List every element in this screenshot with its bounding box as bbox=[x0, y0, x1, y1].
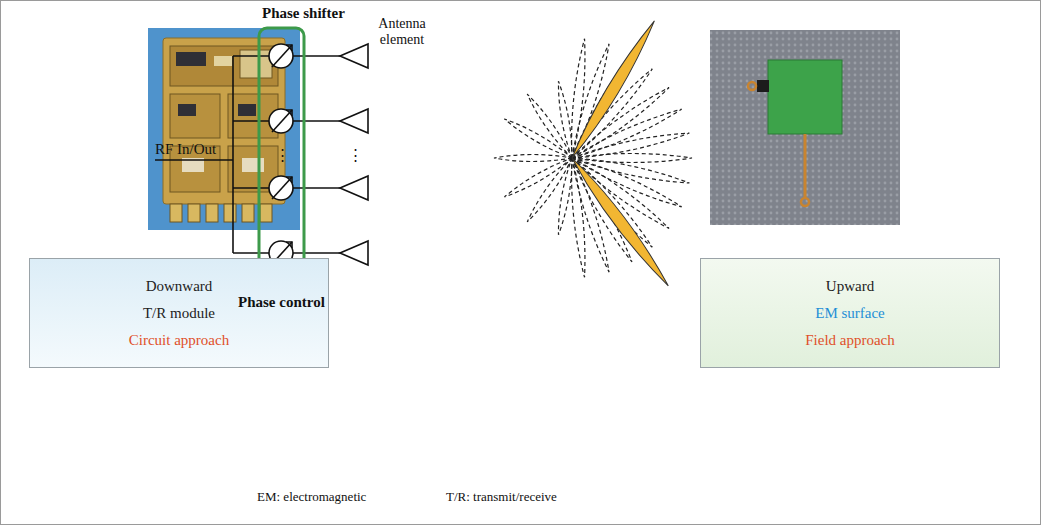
surface-label: EM surface bbox=[815, 300, 885, 327]
antenna-label: Antenna element bbox=[366, 16, 438, 48]
feed-network bbox=[155, 56, 340, 253]
abbreviation-note: EM: electromagnetic bbox=[257, 488, 366, 506]
module-label: T/R module bbox=[143, 300, 215, 327]
direction-label: Downward bbox=[146, 273, 213, 300]
tr-module-photo bbox=[148, 28, 300, 230]
approach-label: Circuit approach bbox=[129, 327, 229, 354]
ellipsis-mark: ⋮ bbox=[275, 146, 290, 164]
port-label: RF In/Out bbox=[155, 140, 216, 158]
phase-shifter-symbol bbox=[269, 44, 293, 265]
antenna-element-symbol bbox=[340, 44, 368, 265]
control-label: Phase control bbox=[238, 293, 325, 311]
em-surface-photo bbox=[710, 30, 900, 225]
phase-shifter-group bbox=[259, 28, 304, 276]
text-box: DownwardT/R moduleCircuit approach bbox=[29, 258, 329, 368]
beam-pattern bbox=[494, 18, 692, 290]
approach-label: Field approach bbox=[805, 327, 895, 354]
ellipsis-mark: ⋮ bbox=[348, 146, 363, 164]
text-box: UpwardEM surfaceField approach bbox=[700, 258, 1000, 368]
abbreviation-note: T/R: transmit/receive bbox=[446, 488, 557, 506]
direction-label: Upward bbox=[826, 273, 874, 300]
title-label: Phase shifter bbox=[262, 4, 345, 22]
